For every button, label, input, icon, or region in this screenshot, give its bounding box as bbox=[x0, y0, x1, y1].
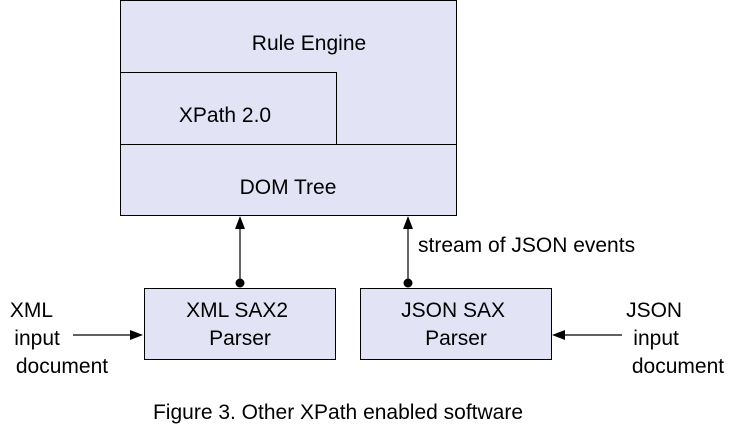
figure-caption: Figure 3. Other XPath enabled software bbox=[153, 401, 523, 424]
xpath-box bbox=[120, 72, 337, 145]
json-parser-line1: JSON SAX bbox=[401, 299, 505, 322]
xml-parser-line1: XML SAX2 bbox=[186, 299, 288, 322]
xml-parser-line2: Parser bbox=[209, 327, 271, 350]
xml-up-arrowhead bbox=[235, 216, 245, 229]
xml-connector-dot bbox=[235, 278, 245, 288]
json-sax-parser-box bbox=[360, 288, 552, 360]
json-up-arrowhead bbox=[403, 216, 413, 229]
json-input-document-label: JSON input document bbox=[626, 299, 724, 378]
stream-of-json-events-label: stream of JSON events bbox=[418, 234, 635, 257]
json-input-line3: document bbox=[632, 355, 724, 378]
json-input-arrowhead bbox=[552, 330, 565, 340]
rule-engine-label: Rule Engine bbox=[252, 32, 366, 55]
xml-input-line3: document bbox=[16, 355, 108, 378]
json-input-line2: input bbox=[633, 327, 679, 350]
json-sax-parser-label: JSON SAX Parser bbox=[401, 299, 511, 350]
dom-tree-box bbox=[120, 144, 457, 216]
dom-tree-label: DOM Tree bbox=[240, 176, 337, 199]
xml-sax2-parser-label: XML SAX2 Parser bbox=[186, 299, 294, 350]
json-parser-line2: Parser bbox=[425, 327, 487, 350]
json-input-line1: JSON bbox=[626, 299, 682, 322]
xml-input-line2: input bbox=[14, 327, 60, 350]
xml-input-document-label: XML input document bbox=[10, 299, 108, 378]
xml-input-arrowhead bbox=[130, 330, 143, 340]
json-connector-dot bbox=[403, 278, 413, 288]
xml-sax2-parser-box bbox=[144, 288, 336, 360]
xpath-label: XPath 2.0 bbox=[179, 104, 271, 127]
xml-input-line1: XML bbox=[10, 299, 53, 322]
